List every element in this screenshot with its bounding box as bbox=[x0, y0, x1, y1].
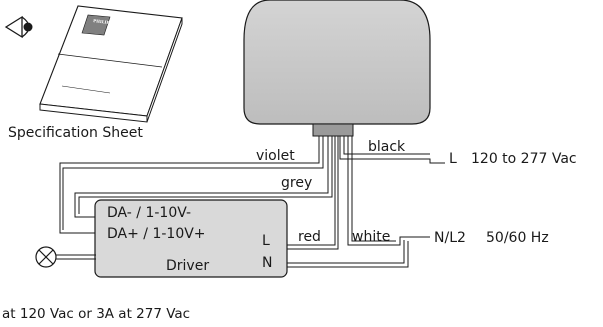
wire-label-red: red bbox=[298, 229, 321, 245]
neutral-terminal-label: N/L2 bbox=[434, 230, 466, 246]
lamp-icon bbox=[35, 246, 96, 268]
driver-box bbox=[94, 199, 288, 278]
wire-label-black: black bbox=[368, 139, 406, 155]
fixture-housing bbox=[243, 0, 431, 137]
driver-terminal-l: L bbox=[262, 233, 270, 249]
brand-text: PHILIPS bbox=[93, 18, 113, 25]
grey-wire bbox=[74, 136, 329, 218]
driver-dim-minus: DA- / 1-10V- bbox=[107, 205, 191, 221]
driver-name: Driver bbox=[166, 258, 209, 274]
red-wire bbox=[287, 136, 336, 246]
footnote: at 120 Vac or 3A at 277 Vac bbox=[2, 306, 190, 322]
wire-label-violet: violet bbox=[256, 148, 295, 164]
white-wire bbox=[347, 136, 430, 246]
spec-sheet-label: Specification Sheet bbox=[8, 125, 143, 141]
violet-wire bbox=[59, 136, 320, 234]
eye-icon bbox=[4, 15, 33, 39]
line-terminal-label: L bbox=[449, 151, 457, 167]
line-voltage-label: 120 to 277 Vac bbox=[471, 151, 577, 167]
document-icon: PHILIPS bbox=[39, 5, 183, 123]
wire-label-grey: grey bbox=[281, 175, 312, 191]
driver-terminal-n: N bbox=[262, 255, 272, 271]
driver-dim-plus: DA+ / 1-10V+ bbox=[107, 226, 206, 242]
wire-label-white: white bbox=[352, 229, 390, 245]
black-wire bbox=[339, 136, 445, 164]
frequency-label: 50/60 Hz bbox=[486, 230, 549, 246]
